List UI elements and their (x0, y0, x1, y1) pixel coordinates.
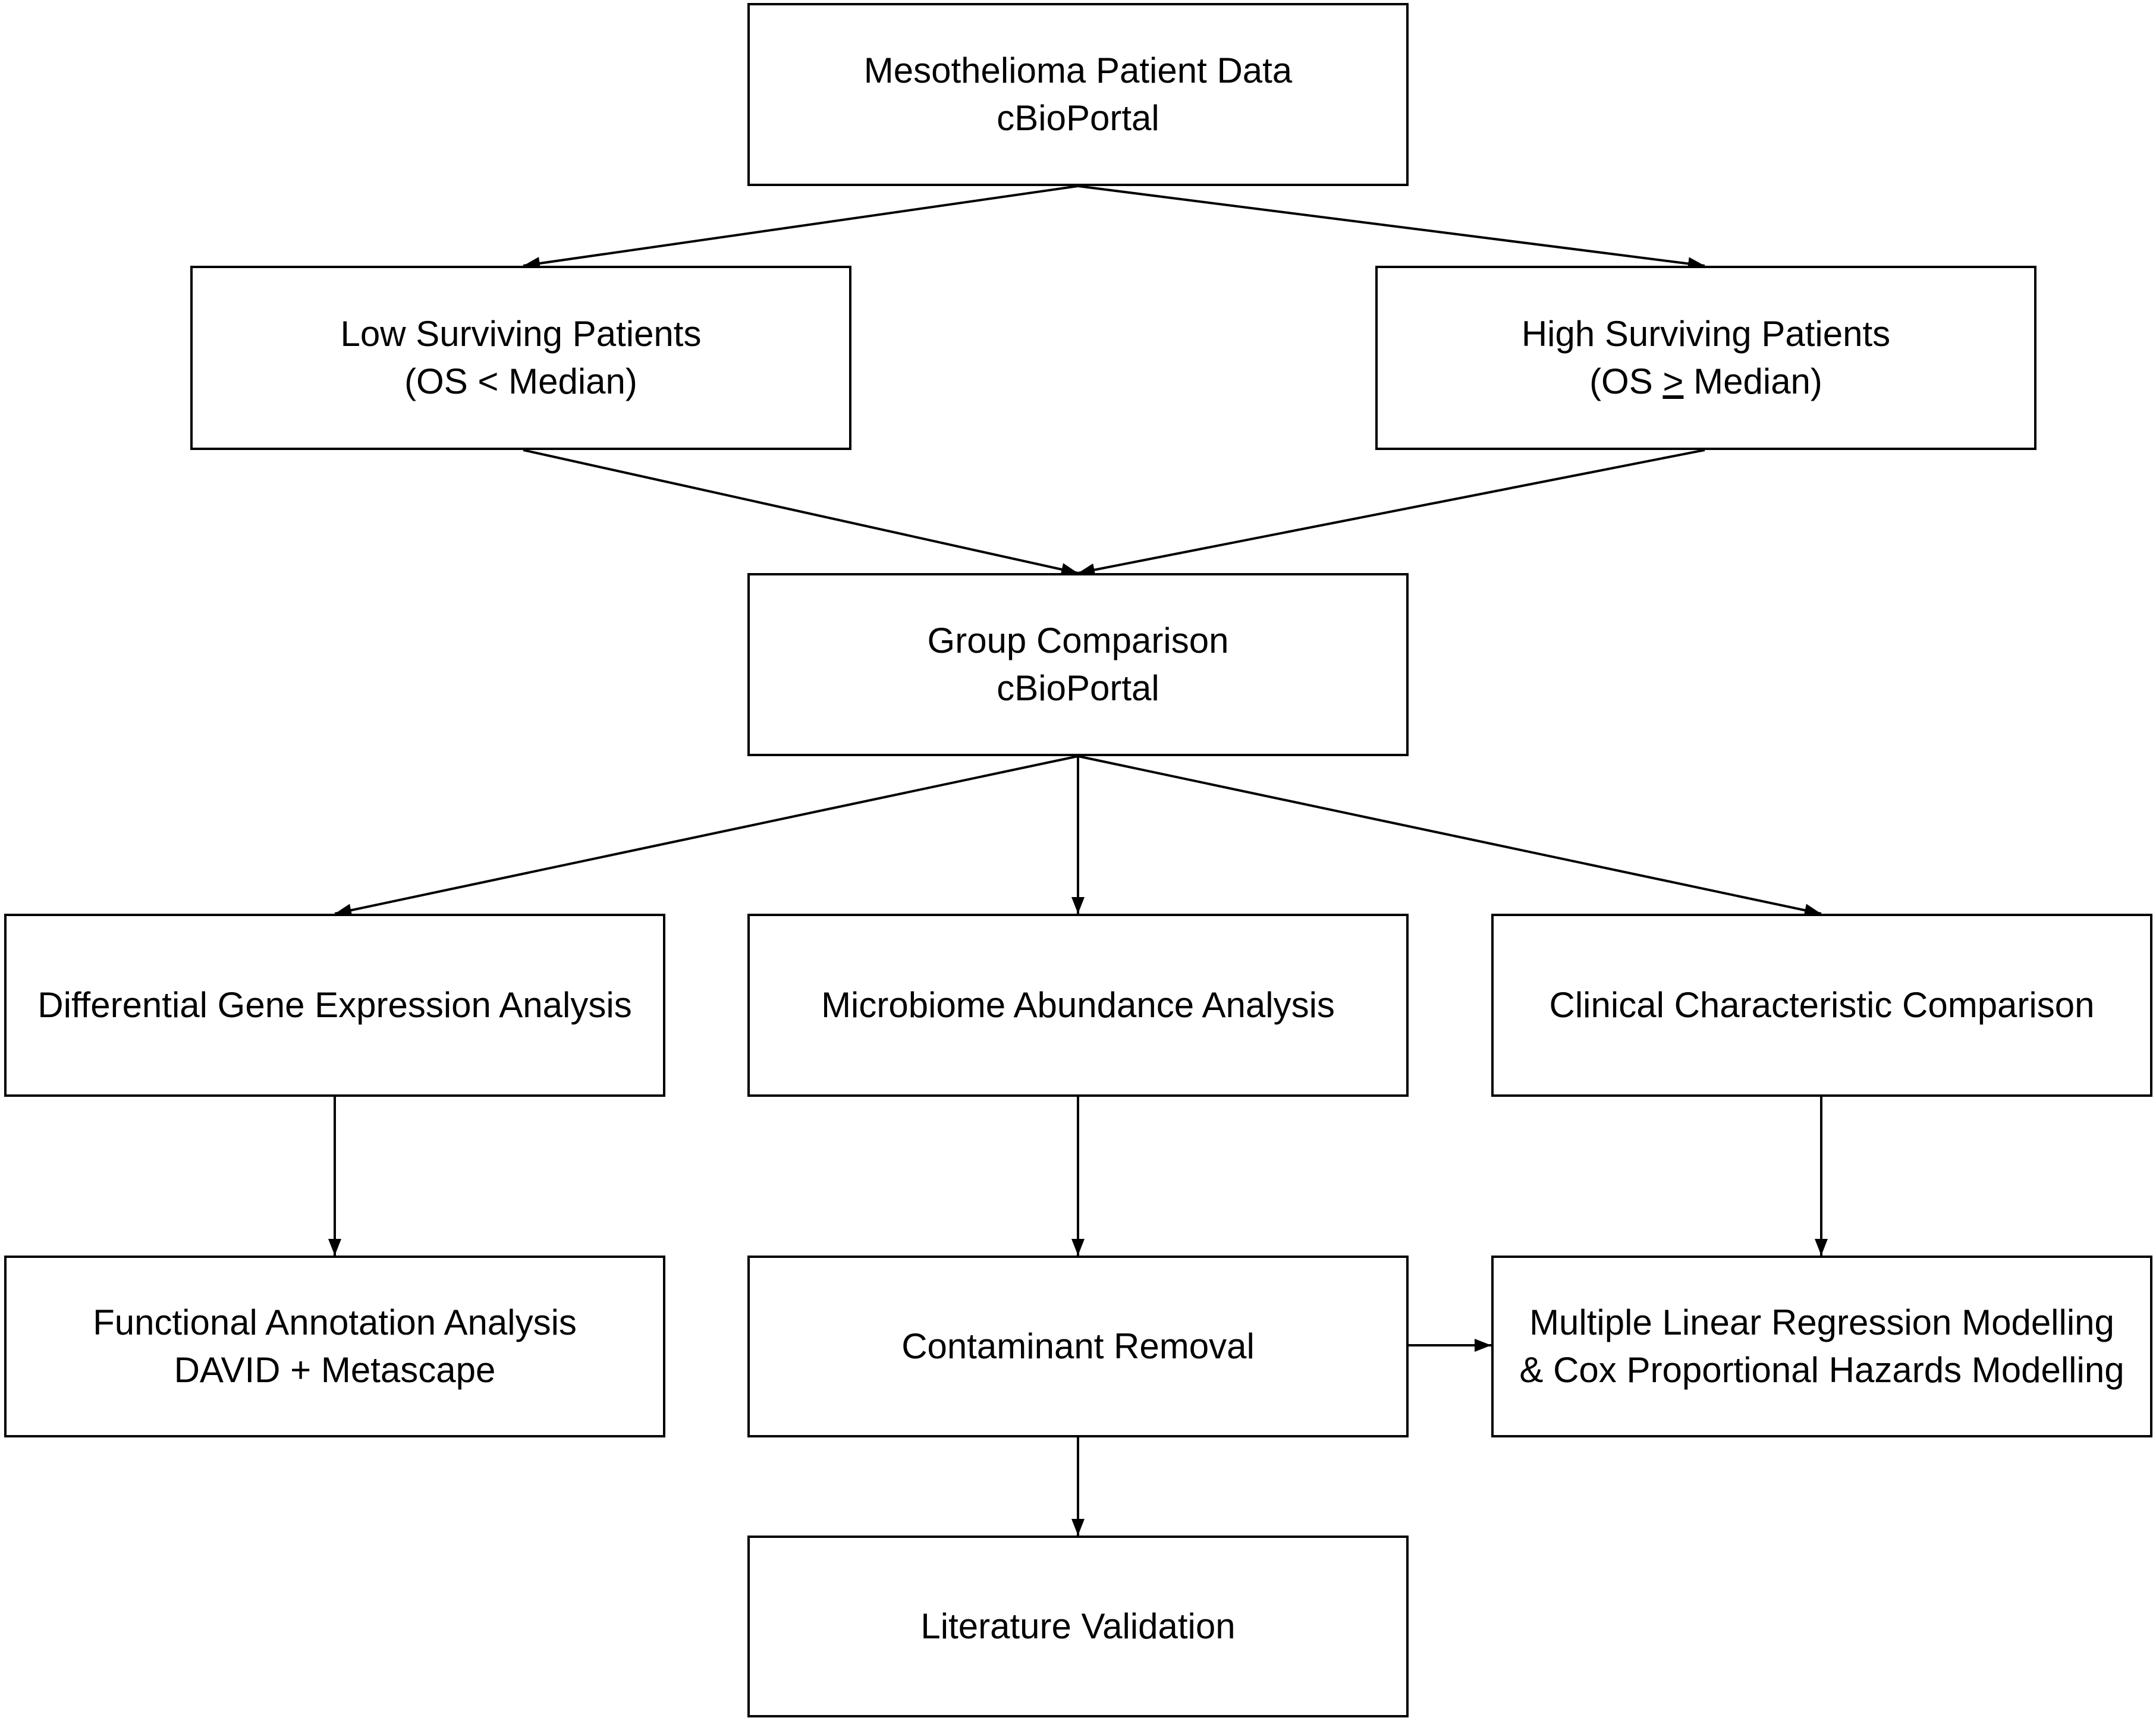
node-low-surviving-criterion: (OS < Median) (404, 361, 637, 401)
node-regression: Multiple Linear Regression Modelling & C… (1491, 1256, 2152, 1437)
node-dge-analysis-title: Differential Gene Expression Analysis (37, 985, 632, 1025)
edge-low-surviving-to-group-comparison (523, 449, 1079, 576)
node-high-surviving-criterion-symbol: > (1662, 361, 1684, 401)
node-group-comparison-title: Group Comparison (927, 621, 1229, 660)
node-literature: Literature Validation (747, 1536, 1409, 1717)
node-clinical: Clinical Characteristic Comparison (1491, 914, 2152, 1097)
node-literature-title: Literature Validation (920, 1606, 1236, 1646)
node-patient-data-source: cBioPortal (997, 98, 1159, 138)
node-low-surviving: Low Surviving Patients (OS < Median) (190, 266, 851, 450)
node-contaminant-title: Contaminant Removal (901, 1326, 1255, 1366)
node-patient-data-title: Mesothelioma Patient Data (863, 51, 1293, 90)
node-high-surviving-criterion-post: Median) (1683, 361, 1822, 401)
node-microbiome: Microbiome Abundance Analysis (747, 914, 1409, 1097)
node-group-comparison: Group Comparison cBioPortal (747, 573, 1409, 756)
node-high-surviving-criterion-pre: (OS (1589, 361, 1663, 401)
node-regression-subtitle: & Cox Proportional Hazards Modelling (1519, 1350, 2124, 1390)
node-clinical-title: Clinical Characteristic Comparison (1549, 985, 2095, 1025)
node-high-surviving-criterion: (OS > Median) (1589, 358, 1822, 405)
node-functional-title: Functional Annotation Analysis (93, 1302, 577, 1342)
node-functional: Functional Annotation Analysis DAVID + M… (4, 1256, 665, 1437)
edge-high-surviving-to-group-comparison (1077, 449, 1705, 577)
node-high-surviving: High Surviving Patients (OS > Median) (1375, 266, 2036, 450)
node-low-surviving-title: Low Surviving Patients (340, 314, 702, 354)
node-group-comparison-source: cBioPortal (997, 668, 1159, 708)
node-microbiome-title: Microbiome Abundance Analysis (821, 985, 1335, 1025)
edge-group-comparison-to-clinical (1077, 755, 1822, 917)
node-dge-analysis: Differential Gene Expression Analysis (4, 914, 665, 1097)
node-regression-title: Multiple Linear Regression Modelling (1529, 1302, 2114, 1342)
node-patient-data: Mesothelioma Patient Data cBioPortal (747, 3, 1409, 186)
edge-patient-data-to-low-surviving (523, 185, 1079, 270)
edge-patient-data-to-high-surviving (1077, 185, 1705, 270)
node-high-surviving-title: High Surviving Patients (1521, 314, 1891, 354)
edge-group-comparison-to-dge-analysis (334, 755, 1079, 917)
node-functional-tools: DAVID + Metascape (174, 1350, 496, 1390)
node-contaminant: Contaminant Removal (747, 1256, 1409, 1437)
